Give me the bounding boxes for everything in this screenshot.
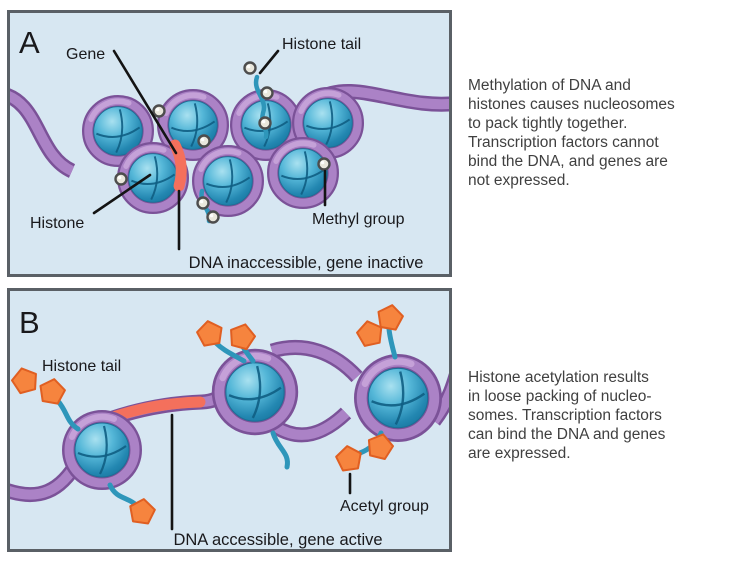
methyl-group-icon	[260, 86, 274, 100]
panel-b-acetylation: B Histone tail Acetyl group DNA accessib…	[7, 288, 452, 552]
label-lines	[92, 49, 327, 251]
panel-a-description: Methylation of DNA and histones causes n…	[468, 77, 675, 189]
acetyl-group-icon	[226, 320, 259, 352]
panel-a-caption: DNA inaccessible, gene inactive	[189, 254, 424, 272]
panel-a-letter: A	[19, 25, 40, 60]
nucleosome	[362, 362, 435, 435]
label-lines	[170, 413, 352, 531]
nucleosome-cluster	[88, 93, 357, 211]
methyl-group-icon	[243, 61, 257, 75]
histone-tail-label: Histone tail	[42, 358, 121, 375]
acetyl-group-label: Acetyl group	[340, 498, 429, 515]
panel-a-illustration: A Gene Histone tail Histone Methyl group…	[10, 25, 449, 272]
acetyl-group-icon	[333, 443, 364, 473]
gene-segment	[169, 139, 187, 192]
methyl-group-icon	[317, 157, 331, 171]
methyl-group-icon	[258, 116, 272, 130]
panel-b-description: Histone acetylation results in loose pac…	[468, 369, 666, 462]
panel-a-methylation: A Gene Histone tail Histone Methyl group…	[7, 10, 452, 277]
nucleosome	[219, 356, 290, 427]
acetyl-group-icon	[194, 318, 226, 348]
methyl-group-label: Methyl group	[312, 211, 405, 228]
histone-tail-label: Histone tail	[282, 36, 361, 53]
panel-b-caption: DNA accessible, gene active	[173, 531, 382, 549]
methyl-group-icon	[114, 172, 128, 186]
panel-b-letter: B	[19, 305, 40, 340]
gene-label: Gene	[66, 46, 105, 63]
nucleosome	[123, 148, 182, 208]
methyl-group-icon	[196, 196, 210, 210]
nucleosome-cluster	[69, 356, 434, 483]
methyl-group-icon	[206, 210, 220, 224]
methyl-group-icon	[152, 104, 166, 118]
acetyl-group-icon	[10, 364, 41, 396]
panel-b-illustration: B Histone tail Acetyl group DNA accessib…	[10, 302, 449, 549]
histone-label: Histone	[30, 215, 84, 232]
acetyl-group-icon	[36, 376, 68, 406]
methyl-group-icon	[197, 134, 211, 148]
